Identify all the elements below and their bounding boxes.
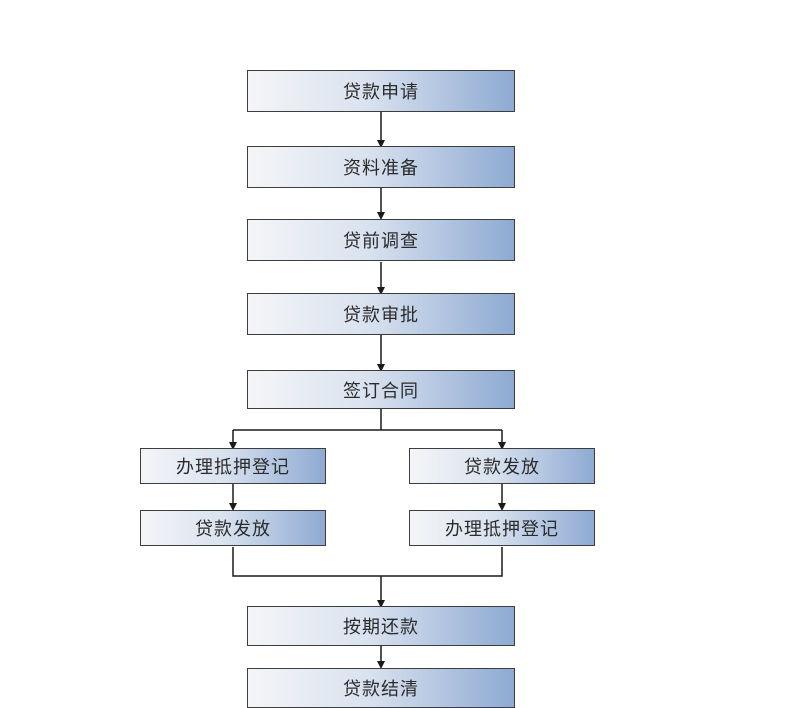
step-sign-contract: 签订合同 xyxy=(247,370,515,409)
step-label: 贷款申请 xyxy=(343,82,419,103)
step-label: 贷前调查 xyxy=(343,231,419,252)
step-right-mortgage-registration: 办理抵押登记 xyxy=(409,510,595,546)
step-label: 办理抵押登记 xyxy=(445,519,559,540)
step-loan-settlement: 贷款结清 xyxy=(247,668,515,708)
step-label: 贷款发放 xyxy=(195,519,271,540)
step-label: 按期还款 xyxy=(343,617,419,638)
connector-lines xyxy=(229,112,506,669)
step-loan-approval: 贷款审批 xyxy=(247,293,515,335)
step-label: 贷款结清 xyxy=(343,679,419,700)
step-label: 贷款发放 xyxy=(464,457,540,478)
step-pre-loan-investigation: 贷前调查 xyxy=(247,219,515,261)
merge-right xyxy=(381,547,503,577)
step-label: 办理抵押登记 xyxy=(176,457,290,478)
step-label: 资料准备 xyxy=(343,158,419,179)
merge-left xyxy=(232,547,381,577)
step-label: 贷款审批 xyxy=(343,305,419,326)
step-scheduled-repayment: 按期还款 xyxy=(247,606,515,646)
step-left-loan-disbursement: 贷款发放 xyxy=(140,510,326,546)
step-right-loan-disbursement: 贷款发放 xyxy=(409,448,595,484)
step-label: 签订合同 xyxy=(343,380,419,402)
step-loan-application: 贷款申请 xyxy=(247,70,515,112)
step-document-preparation: 资料准备 xyxy=(247,146,515,188)
step-left-mortgage-registration: 办理抵押登记 xyxy=(140,448,326,484)
